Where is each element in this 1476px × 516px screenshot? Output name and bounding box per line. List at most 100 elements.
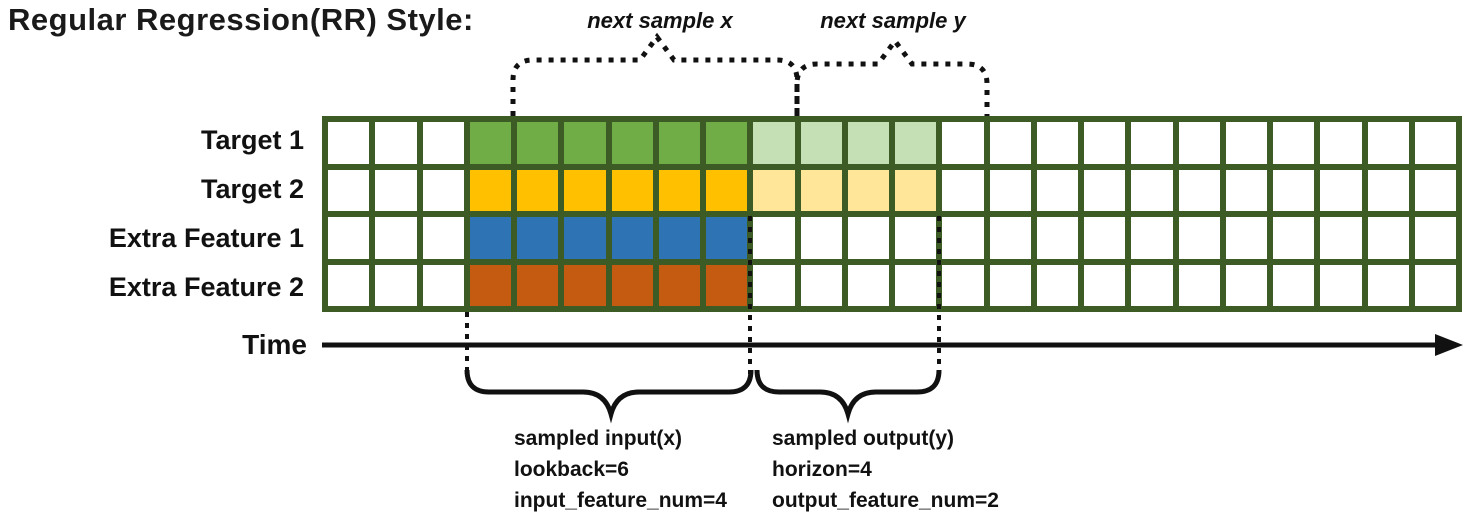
grid-cell xyxy=(1320,122,1362,164)
grid-cell xyxy=(469,217,511,259)
grid-cell xyxy=(1036,169,1078,211)
page-title: Regular Regression(RR) Style: xyxy=(8,2,474,37)
grid-cell xyxy=(753,217,795,259)
grid-cell xyxy=(1178,169,1220,211)
input-underbrace xyxy=(464,369,754,424)
grid-cell xyxy=(1178,264,1220,306)
time-axis-label: Time xyxy=(242,329,307,360)
grid-cell xyxy=(658,169,700,211)
grid-cell xyxy=(1414,122,1456,164)
next-sample-x-brace xyxy=(510,32,800,116)
grid-cell xyxy=(800,264,842,306)
grid-cell xyxy=(328,217,370,259)
grid-cell xyxy=(895,264,937,306)
grid-cell xyxy=(1131,217,1173,259)
grid-cell xyxy=(564,217,606,259)
sampled-output-note-line: sampled output(y) xyxy=(772,427,954,450)
sampled-input-note-line: lookback=6 xyxy=(514,458,629,481)
time-arrow-head xyxy=(1435,334,1463,356)
sampled-output-note: sampled output(y) horizon=4 output_feature… xyxy=(772,423,999,516)
grid-cell xyxy=(1178,217,1220,259)
grid-cell xyxy=(328,169,370,211)
grid-cell xyxy=(658,264,700,306)
grid-cell xyxy=(753,122,795,164)
grid-cell xyxy=(564,264,606,306)
grid-cell xyxy=(1320,217,1362,259)
grid-cell xyxy=(1320,169,1362,211)
grid-cell xyxy=(658,122,700,164)
grid-cell xyxy=(1414,264,1456,306)
grid-cell xyxy=(847,217,889,259)
grid-cell xyxy=(1367,217,1409,259)
grid-cell xyxy=(1036,217,1078,259)
row-label: Target 1 xyxy=(200,125,304,155)
grid-cell xyxy=(1273,217,1315,259)
grid-cell xyxy=(564,169,606,211)
grid-cell xyxy=(611,217,653,259)
grid-cell xyxy=(1084,122,1126,164)
grid-cell xyxy=(422,217,464,259)
grid-cell xyxy=(611,169,653,211)
grid-cell xyxy=(800,217,842,259)
grid-cell xyxy=(422,169,464,211)
grid-cell xyxy=(1178,122,1220,164)
grid-cell xyxy=(422,122,464,164)
grid-cell xyxy=(895,169,937,211)
grid-cell xyxy=(989,217,1031,259)
grid-cell xyxy=(1131,169,1173,211)
grid-cell xyxy=(1273,264,1315,306)
grid-cell xyxy=(1131,122,1173,164)
grid-cell xyxy=(895,217,937,259)
grid-cell xyxy=(989,169,1031,211)
grid-cell xyxy=(375,217,417,259)
grid-cell xyxy=(1273,122,1315,164)
grid-cell xyxy=(847,169,889,211)
grid-cell xyxy=(611,122,653,164)
grid-cell xyxy=(942,122,984,164)
row-label: Extra Feature 2 xyxy=(108,272,304,302)
grid-cell xyxy=(942,217,984,259)
grid-cell xyxy=(989,264,1031,306)
grid-cell xyxy=(469,169,511,211)
grid-cell xyxy=(469,122,511,164)
grid-cell xyxy=(328,122,370,164)
grid-cell xyxy=(706,169,748,211)
sampled-output-note-line: horizon=4 xyxy=(772,458,872,481)
grid-cell xyxy=(1320,264,1362,306)
grid-cell xyxy=(895,122,937,164)
grid-cell xyxy=(1036,264,1078,306)
grid-cell xyxy=(469,264,511,306)
next-sample-y-label: next sample y xyxy=(820,8,966,33)
grid-cell xyxy=(847,122,889,164)
grid-cell xyxy=(1225,122,1267,164)
grid-cell xyxy=(375,264,417,306)
grid-cell xyxy=(658,217,700,259)
grid-cell xyxy=(942,264,984,306)
grid-cell xyxy=(800,169,842,211)
grid-cell xyxy=(1225,264,1267,306)
grid-cell xyxy=(422,264,464,306)
grid-cell xyxy=(1414,217,1456,259)
grid-cell xyxy=(706,122,748,164)
grid-cell xyxy=(800,122,842,164)
grid-cell xyxy=(1273,169,1315,211)
next-sample-x-label: next sample x xyxy=(587,8,733,33)
grid-cell xyxy=(1084,169,1126,211)
grid-cell xyxy=(1084,264,1126,306)
grid-cell xyxy=(517,169,559,211)
grid-cell xyxy=(611,264,653,306)
grid-cell xyxy=(706,264,748,306)
output-underbrace xyxy=(754,369,942,424)
sampled-output-note-line: output_feature_num=2 xyxy=(772,489,999,512)
grid-cell xyxy=(1367,169,1409,211)
grid-cell xyxy=(753,264,795,306)
grid-cell xyxy=(706,217,748,259)
grid-cell xyxy=(942,169,984,211)
next-sample-y-brace xyxy=(794,36,990,116)
sampling-grid xyxy=(322,116,1462,312)
grid-cell xyxy=(753,169,795,211)
grid-cell xyxy=(1131,264,1173,306)
